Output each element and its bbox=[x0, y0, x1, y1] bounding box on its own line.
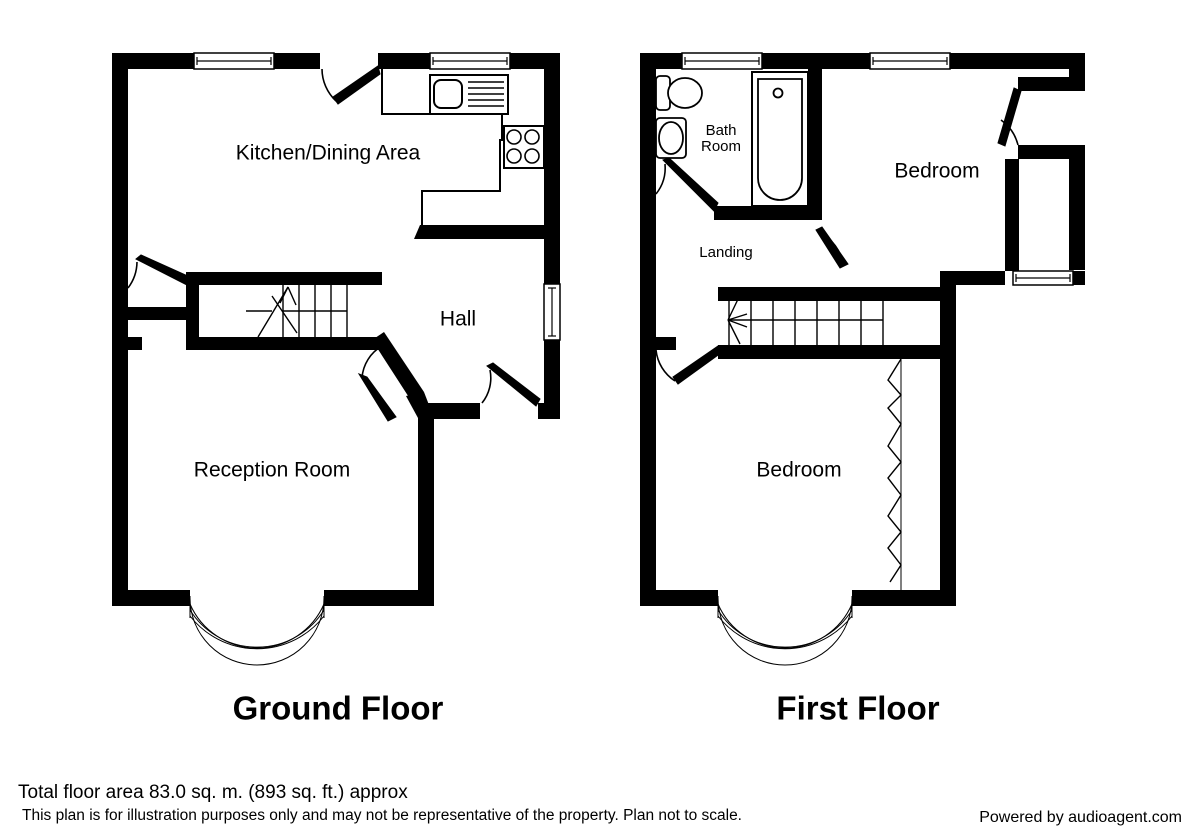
basin-icon bbox=[655, 117, 687, 159]
first-floor-plan: Bath Room Bedroom Landing Bedroom First … bbox=[640, 52, 1085, 727]
room-label-kitchen-dining: Kitchen/Dining Area bbox=[236, 142, 421, 165]
disclaimer-text: This plan is for illustration purposes o… bbox=[22, 807, 742, 824]
door-reception-room bbox=[357, 345, 397, 422]
room-label-bath-line1: Bath bbox=[706, 122, 737, 139]
door-cupboard-rear bbox=[997, 87, 1022, 147]
ground-floor-windows bbox=[193, 52, 561, 341]
floor-title-first: First Floor bbox=[776, 690, 939, 727]
bathtub-icon bbox=[751, 71, 809, 207]
room-label-bedroom-rear: Bedroom bbox=[894, 160, 979, 183]
window-kitchen-rear bbox=[429, 52, 511, 70]
ground-floor-plan: Kitchen/Dining Area Hall Reception Room … bbox=[112, 52, 561, 727]
sink-icon bbox=[429, 74, 509, 115]
room-label-landing: Landing bbox=[699, 244, 752, 261]
first-floor-internal-walls bbox=[656, 69, 948, 359]
door-bedroom-rear bbox=[815, 226, 849, 269]
first-floor-windows bbox=[681, 52, 1074, 286]
window-hall-side bbox=[543, 283, 561, 341]
door-side-entrance bbox=[127, 254, 191, 289]
room-label-hall: Hall bbox=[440, 308, 476, 331]
door-bedroom-front bbox=[655, 345, 722, 385]
room-label-bath-line2: Room bbox=[701, 138, 741, 155]
total-floor-area-text: Total floor area 83.0 sq. m. (893 sq. ft… bbox=[18, 782, 408, 803]
first-floor-walls bbox=[640, 53, 1085, 606]
door-bathroom bbox=[655, 157, 719, 212]
ground-floor-walls bbox=[112, 53, 560, 606]
first-floor-doors bbox=[655, 87, 1022, 385]
ground-floor-doors bbox=[127, 65, 541, 422]
staircase-ground bbox=[246, 285, 348, 338]
floor-title-ground: Ground Floor bbox=[233, 690, 444, 727]
stairs-up-icon bbox=[246, 286, 298, 338]
brand-text: Powered by audioagent.com bbox=[979, 809, 1182, 826]
fitted-wardrobe-icon bbox=[887, 358, 902, 590]
window-bedroom-rear-top bbox=[869, 52, 951, 70]
bathroom-fittings bbox=[655, 71, 809, 207]
window-kitchen-front bbox=[193, 52, 275, 70]
stairs-down-icon bbox=[727, 294, 748, 345]
room-label-bedroom-front: Bedroom bbox=[756, 459, 841, 482]
bay-window-ground bbox=[189, 596, 325, 666]
room-label-reception-room: Reception Room bbox=[194, 459, 350, 482]
bay-window-first bbox=[717, 596, 853, 666]
window-bathroom bbox=[681, 52, 763, 70]
footer: Total floor area 83.0 sq. m. (893 sq. ft… bbox=[18, 782, 1182, 826]
window-bedroom-rear-side bbox=[1012, 270, 1074, 286]
door-front-entrance bbox=[481, 362, 541, 407]
kitchen-fittings bbox=[381, 69, 545, 225]
staircase-first bbox=[727, 294, 884, 345]
ground-floor-internal-walls bbox=[128, 205, 560, 418]
door-kitchen-rear bbox=[321, 65, 381, 105]
toilet-icon bbox=[655, 75, 703, 111]
hob-icon bbox=[503, 125, 545, 169]
